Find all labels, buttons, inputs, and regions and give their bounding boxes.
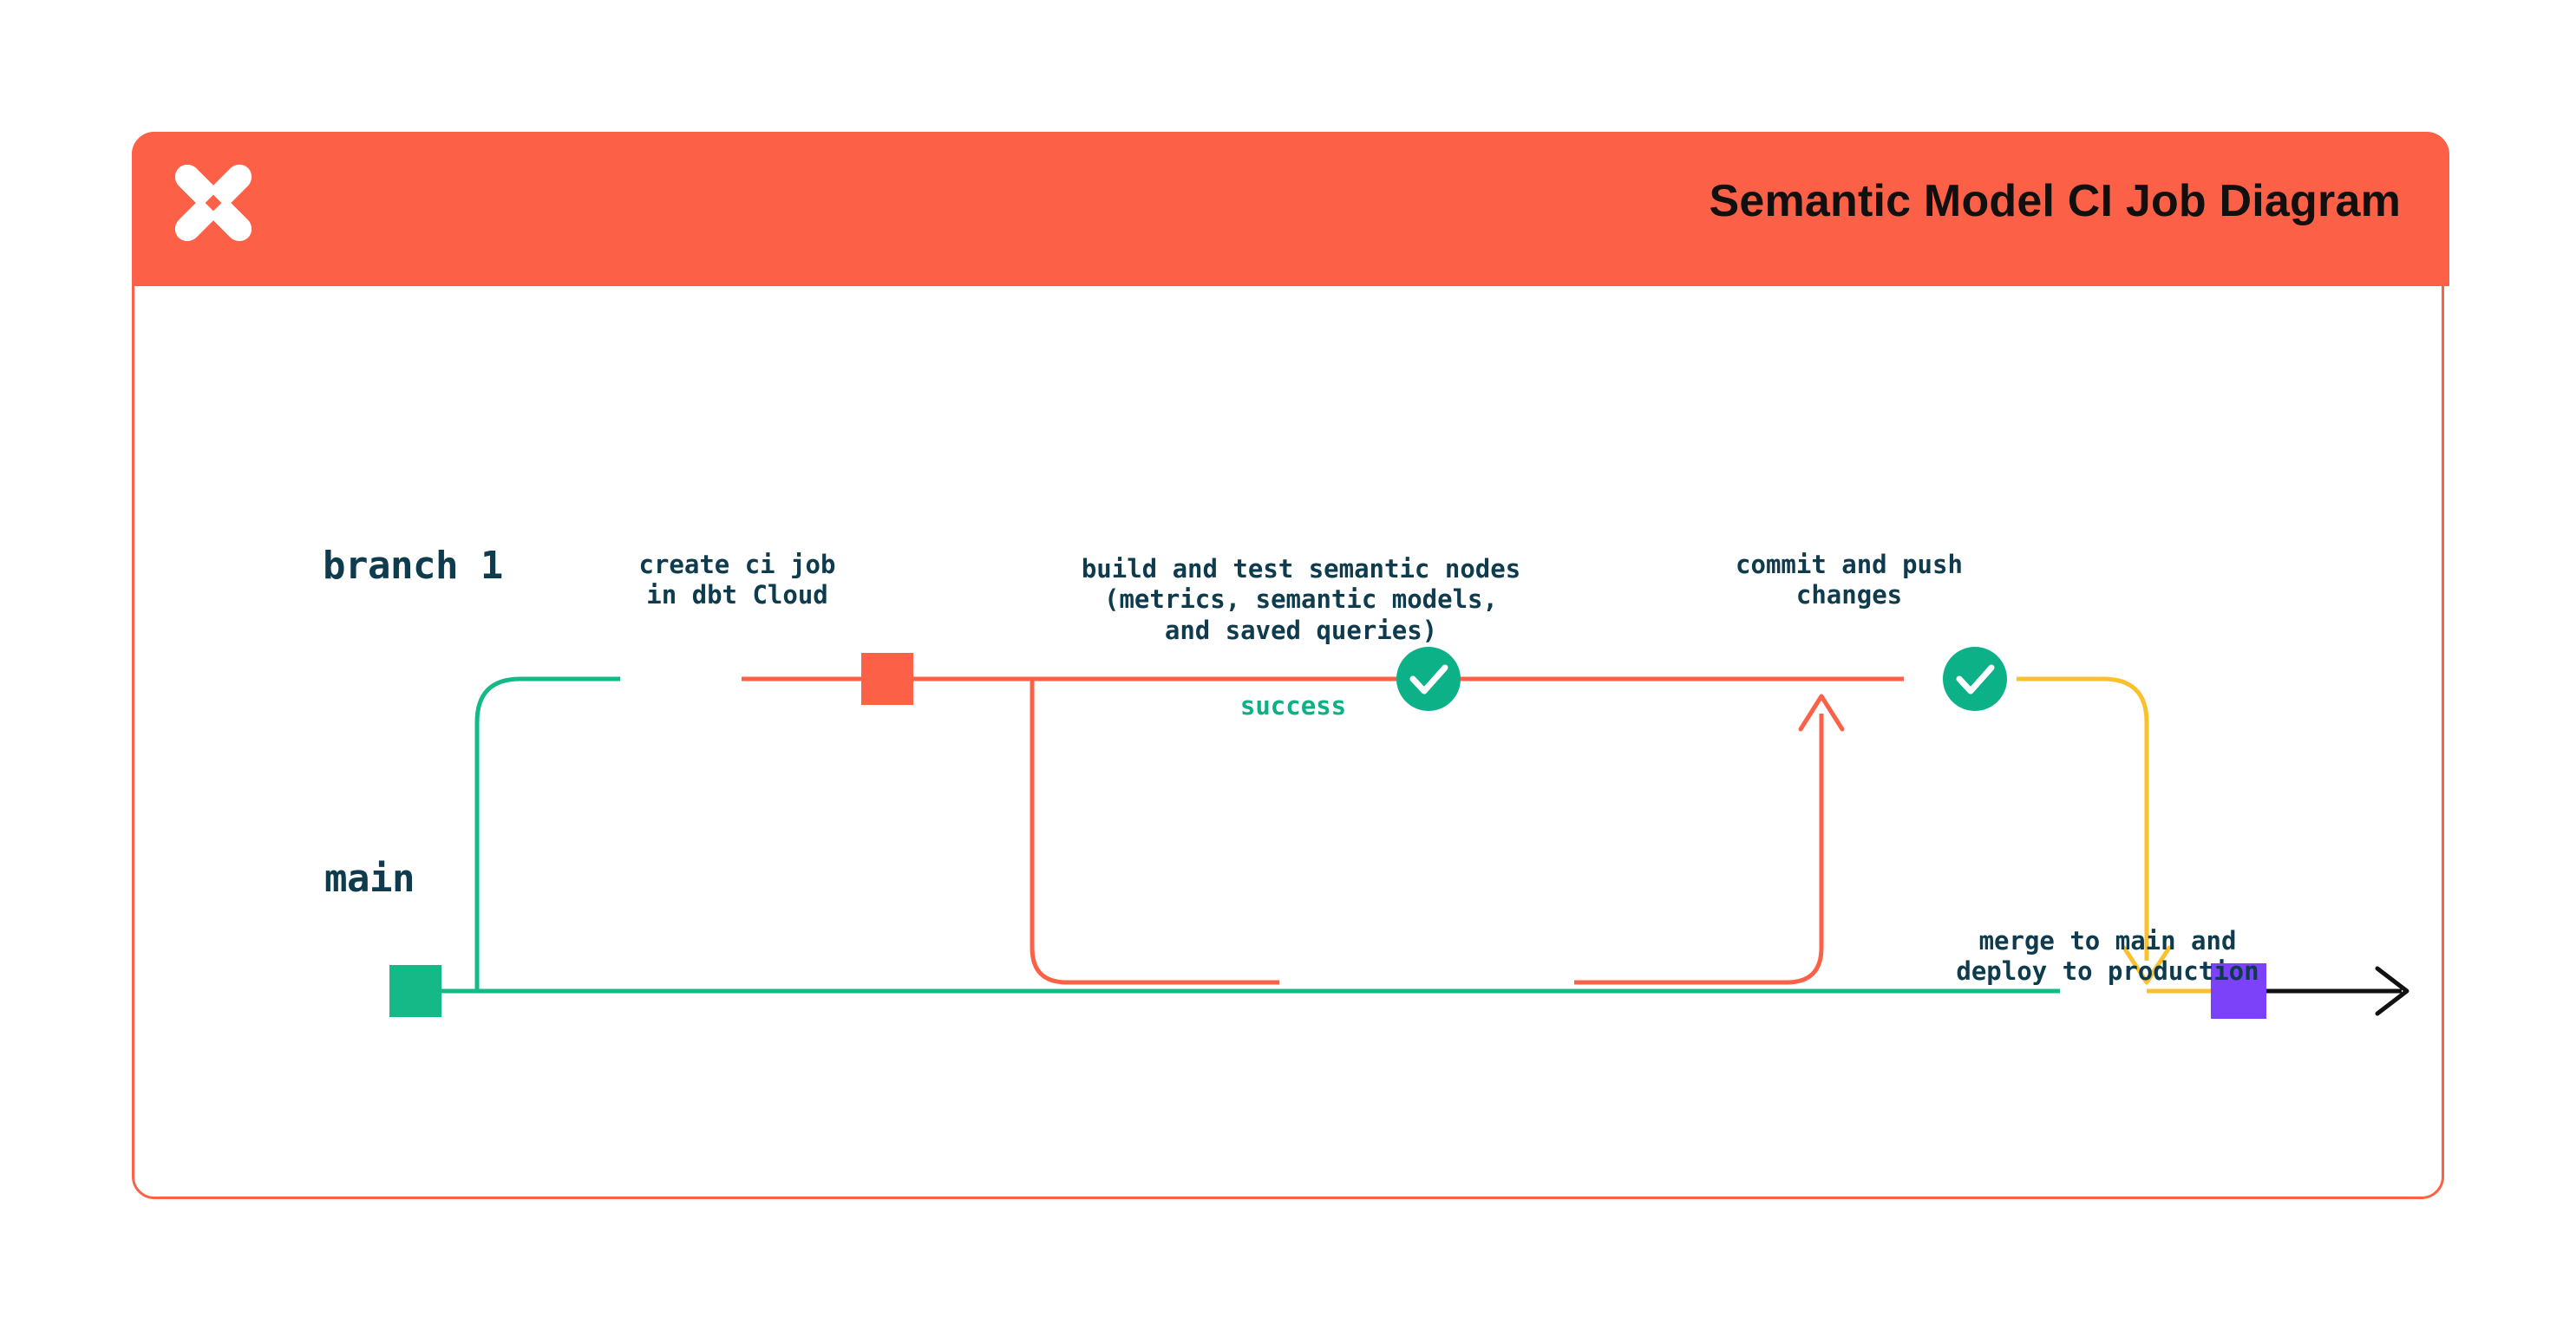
node-commit-and-push[interactable]: [1943, 647, 2007, 711]
page-title: Semantic Model CI Job Diagram: [1709, 176, 2401, 226]
node-label-merge-to-main: merge to main and deploy to production: [1956, 926, 2259, 987]
check-icon: [1956, 664, 1995, 695]
success-loop-edge: [1030, 679, 1845, 985]
branch-label-branch-1: branch 1: [323, 544, 503, 588]
main-continue-arrow: [2264, 966, 2409, 1016]
node-main-start[interactable]: [389, 965, 441, 1017]
merge-to-main-arrow: [2017, 676, 2172, 985]
branch-label-main: main: [324, 857, 415, 901]
diagram-card: Semantic Model CI Job Diagram: [132, 132, 2449, 1199]
node-build-and-test[interactable]: [1396, 647, 1461, 711]
node-label-commit-and-push: commit and push changes: [1736, 550, 1963, 610]
node-create-ci-job[interactable]: [861, 653, 913, 705]
node-label-create-ci-job: create ci job in dbt Cloud: [638, 550, 836, 610]
check-icon: [1409, 664, 1448, 695]
diagram-canvas: [134, 289, 2447, 1199]
node-label-build-and-test: build and test semantic nodes (metrics, …: [1081, 554, 1521, 645]
edge-label-success: success: [1239, 691, 1347, 721]
node-merge-to-main[interactable]: [2211, 963, 2266, 1019]
branch-1-origin-curve: [474, 676, 742, 991]
diagram-svg: [389, 647, 2409, 1019]
dbt-x-logo-icon: [174, 164, 252, 242]
card-header: Semantic Model CI Job Diagram: [132, 132, 2449, 286]
